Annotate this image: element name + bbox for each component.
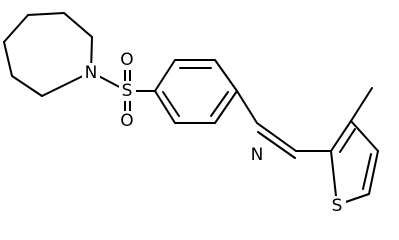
bond — [154, 59, 176, 92]
bond — [3, 41, 13, 77]
bond — [154, 90, 176, 124]
bond — [162, 91, 180, 117]
bond — [350, 120, 379, 152]
imine-nitrogen-label: N — [251, 145, 264, 165]
bond — [214, 59, 238, 92]
bond — [214, 90, 238, 124]
sulfonyl-oxygen-bottom-label: O — [120, 111, 133, 131]
bond — [236, 90, 258, 124]
thiophene-sulfur-label: S — [332, 196, 343, 216]
bond — [3, 14, 29, 43]
azepane-ring — [3, 12, 93, 97]
bond — [339, 128, 356, 153]
bond — [330, 120, 352, 152]
sulfonyl-oxygen-top-label: O — [120, 50, 133, 70]
bond — [63, 12, 93, 38]
azepane-nitrogen-label: N — [85, 63, 98, 83]
benzene-ring — [154, 59, 238, 124]
imine-group — [256, 122, 297, 159]
bond — [257, 131, 296, 159]
molecule-structure: N S O O N S — [3, 12, 379, 216]
bond — [256, 122, 297, 152]
bond — [362, 153, 372, 190]
sulfonyl-sulfur-label: S — [122, 81, 133, 101]
bond — [368, 150, 379, 195]
bond — [11, 75, 43, 97]
methyl-bond — [350, 87, 373, 122]
bond — [210, 91, 229, 117]
thiophene-ring — [330, 120, 379, 206]
atom-labels: N S O O N S — [82, 50, 346, 216]
bond — [27, 12, 65, 16]
